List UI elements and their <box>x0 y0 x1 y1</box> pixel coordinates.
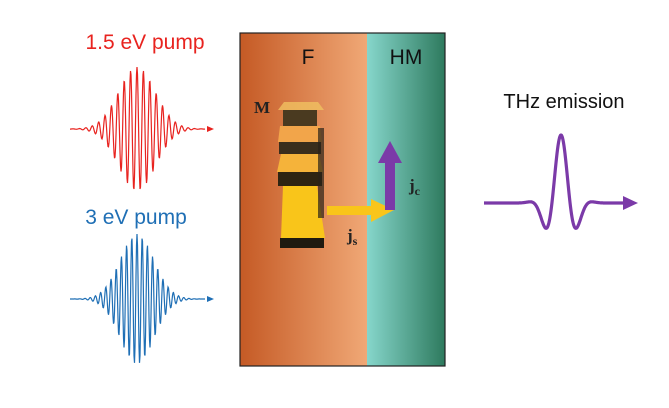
pump-3ev-wave <box>70 233 205 363</box>
pump-1-5ev-arrowhead <box>207 126 214 132</box>
thz-emission-waveform <box>482 133 638 230</box>
pump-pulse-3ev <box>70 233 214 363</box>
magnetization-label: M <box>254 98 270 117</box>
pump-3ev-arrowhead <box>207 296 214 302</box>
pump-label-1-5ev: 1.5 eV pump <box>85 31 204 54</box>
pump-pulse-1-5ev <box>70 66 214 190</box>
charge-current-label: jc <box>408 176 421 198</box>
heavy-metal-layer <box>367 33 445 366</box>
spin-current-label: js <box>346 226 358 248</box>
heavy-metal-label: HM <box>390 46 423 69</box>
spin-current-arrow <box>327 199 394 222</box>
magnetization-arrow <box>277 102 325 248</box>
pump-label-3ev: 3 eV pump <box>85 206 187 229</box>
charge-current-arrow <box>378 141 402 210</box>
thz-wave-line <box>482 133 627 230</box>
thz-wave-arrowhead <box>623 196 638 210</box>
sample-outline <box>239 32 446 367</box>
thz-emission-label: THz emission <box>503 91 624 113</box>
pump-1-5ev-wave <box>70 66 206 190</box>
ferromagnet-label: F <box>302 46 315 69</box>
